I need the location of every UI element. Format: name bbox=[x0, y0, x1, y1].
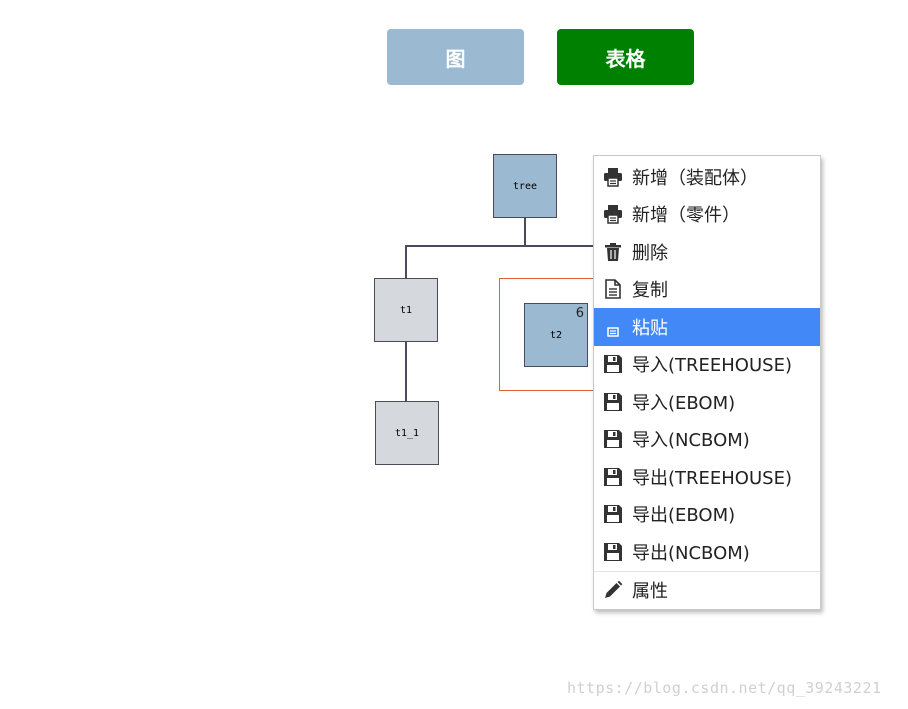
menu-item-label: 导出(NCBOM) bbox=[632, 542, 750, 564]
tree-node-t1[interactable]: t1 bbox=[374, 278, 438, 342]
menu-item-label: 删除 bbox=[632, 242, 668, 264]
menu-item-label: 复制 bbox=[632, 280, 668, 302]
menu-item-label: 新增（零件） bbox=[632, 205, 740, 227]
menu-item-label: 属性 bbox=[632, 581, 668, 602]
floppy-icon bbox=[602, 353, 624, 375]
trash-icon bbox=[602, 241, 624, 263]
menu-item-8[interactable]: 导入(NCBOM) bbox=[594, 421, 820, 459]
menu-item-11[interactable]: 导出(NCBOM) bbox=[594, 533, 820, 571]
graph-view-button[interactable]: 图 bbox=[387, 29, 524, 85]
printer-icon bbox=[602, 316, 624, 338]
printer-icon bbox=[602, 203, 624, 225]
tree-node-t1-1[interactable]: t1_1 bbox=[375, 401, 439, 465]
menu-item-label: 导入(EBOM) bbox=[632, 392, 736, 414]
document-icon bbox=[602, 278, 624, 300]
node-label: t1_1 bbox=[394, 427, 420, 439]
floppy-icon bbox=[602, 391, 624, 413]
floppy-icon bbox=[602, 428, 624, 450]
menu-item-label: 导出(TREEHOUSE) bbox=[632, 467, 792, 489]
menu-item-label: 导入(NCBOM) bbox=[632, 430, 750, 452]
context-menu: 新增（装配体） 新增（零件） 删除复制粘贴导入(TREEHOUSE) 导入(EBOM)… bbox=[593, 155, 821, 610]
printer-icon bbox=[602, 166, 624, 188]
menu-item-4[interactable]: 复制 bbox=[594, 271, 820, 309]
node-label: t2 bbox=[549, 329, 563, 341]
tree-node-t2[interactable]: t2 6 bbox=[524, 303, 588, 367]
menu-item-6[interactable]: 导入(TREEHOUSE) bbox=[594, 346, 820, 384]
menu-item-label: 导入(TREEHOUSE) bbox=[632, 355, 792, 377]
menu-item-1[interactable]: 新增（装配体） bbox=[594, 158, 820, 196]
menu-item-7[interactable]: 导入(EBOM) bbox=[594, 383, 820, 421]
table-view-button[interactable]: 表格 bbox=[557, 29, 694, 85]
menu-item-5[interactable]: 粘贴 bbox=[594, 308, 820, 346]
menu-item-2[interactable]: 新增（零件） bbox=[594, 196, 820, 234]
menu-item-label: 导出(EBOM) bbox=[632, 505, 736, 527]
tree-node-root[interactable]: tree bbox=[493, 154, 557, 218]
floppy-icon bbox=[602, 466, 624, 488]
pencil-icon bbox=[602, 579, 624, 601]
node-label: tree bbox=[512, 180, 538, 192]
menu-item-label: 粘贴 bbox=[632, 317, 668, 339]
floppy-icon bbox=[602, 541, 624, 563]
node-label: t1 bbox=[399, 304, 413, 316]
menu-item-10[interactable]: 导出(EBOM) bbox=[594, 496, 820, 534]
menu-item-12[interactable]: 属性 bbox=[594, 570, 820, 609]
watermark: https://blog.csdn.net/qq_39243221 bbox=[567, 679, 882, 697]
floppy-icon bbox=[602, 503, 624, 525]
menu-item-label: 新增（装配体） bbox=[632, 167, 758, 189]
child-count-badge: 6 bbox=[575, 306, 584, 321]
menu-item-9[interactable]: 导出(TREEHOUSE) bbox=[594, 458, 820, 496]
menu-item-3[interactable]: 删除 bbox=[594, 233, 820, 271]
